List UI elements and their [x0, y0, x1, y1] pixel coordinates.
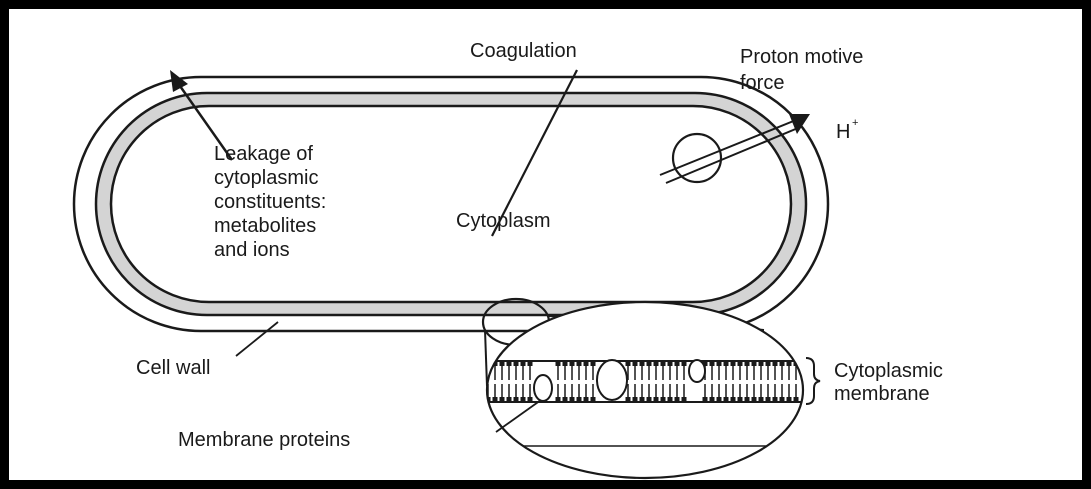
lipid-head — [633, 397, 638, 402]
lipid-head — [731, 361, 736, 366]
lipid-head — [682, 361, 687, 366]
lipid-head — [780, 361, 785, 366]
lipid-head — [640, 361, 645, 366]
label-leakage-line5: and ions — [214, 239, 290, 261]
lipid-head — [682, 397, 687, 402]
membrane-protein-right — [689, 360, 705, 382]
label-cytoplasm: Cytoplasm — [456, 210, 550, 232]
lipid-head — [724, 397, 729, 402]
proton-pump-channel — [673, 134, 721, 182]
label-h-ion-charge: + — [852, 117, 858, 129]
label-proton-motive-line1: Proton motive — [740, 46, 863, 68]
lipid-head — [556, 397, 561, 402]
lipid-head — [766, 361, 771, 366]
lipid-head — [514, 361, 519, 366]
lipid-head — [563, 397, 568, 402]
label-proton-motive-line2: force — [740, 72, 784, 94]
membrane-protein-large — [597, 360, 627, 400]
lipid-head — [794, 397, 799, 402]
lipid-head — [717, 397, 722, 402]
lipid-head — [787, 397, 792, 402]
lipid-head — [647, 397, 652, 402]
lipid-head — [563, 361, 568, 366]
lipid-head — [654, 361, 659, 366]
lipid-head — [668, 397, 673, 402]
lipid-head — [570, 397, 575, 402]
lipid-head — [626, 361, 631, 366]
lipid-head — [738, 361, 743, 366]
lipid-head — [521, 361, 526, 366]
cytoplasmic-membrane-brace — [806, 358, 820, 404]
label-leakage-line3: constituents: — [214, 191, 326, 213]
lipid-head — [528, 361, 533, 366]
lipid-head — [514, 397, 519, 402]
bacterial-cell-diagram: Coagulation Proton motive force H + Leak… — [9, 9, 1082, 480]
lipid-head — [738, 397, 743, 402]
label-leakage-line4: metabolites — [214, 215, 316, 237]
lipid-head — [633, 361, 638, 366]
lipid-head — [759, 397, 764, 402]
lipid-head — [780, 397, 785, 402]
lipid-head — [661, 361, 666, 366]
lipid-head — [766, 397, 771, 402]
lipid-head — [528, 397, 533, 402]
label-leakage-line1: Leakage of — [214, 143, 313, 165]
lipid-head — [668, 361, 673, 366]
lipid-head — [703, 397, 708, 402]
lipid-head — [773, 361, 778, 366]
lipid-head — [745, 397, 750, 402]
lipid-head — [507, 397, 512, 402]
lipid-head — [577, 397, 582, 402]
lipid-head — [584, 397, 589, 402]
label-membrane-proteins: Membrane proteins — [178, 429, 350, 451]
lipid-head — [591, 361, 596, 366]
lipid-head — [570, 361, 575, 366]
lipid-head — [640, 397, 645, 402]
lipid-head — [675, 361, 680, 366]
label-cell-wall: Cell wall — [136, 357, 210, 379]
lipid-head — [500, 397, 505, 402]
lipid-head — [745, 361, 750, 366]
lipid-head — [752, 361, 757, 366]
lipid-head — [773, 397, 778, 402]
label-cytoplasmic-membrane-line2: membrane — [834, 383, 930, 405]
lipid-head — [654, 397, 659, 402]
lipid-head — [556, 361, 561, 366]
lipid-head — [710, 397, 715, 402]
lipid-head — [626, 397, 631, 402]
lipid-head — [724, 361, 729, 366]
lipid-head — [584, 361, 589, 366]
lipid-head — [675, 397, 680, 402]
lipid-head — [787, 361, 792, 366]
membrane-protein-left — [534, 375, 552, 401]
label-cytoplasmic-membrane-line1: Cytoplasmic — [834, 360, 943, 382]
label-h-ion: H — [836, 121, 850, 143]
magnifier-line-left — [485, 330, 487, 386]
lipid-head — [493, 397, 498, 402]
lipid-head — [717, 361, 722, 366]
lipid-head — [507, 361, 512, 366]
lipid-head — [577, 361, 582, 366]
lipid-head — [759, 361, 764, 366]
lipid-head — [500, 361, 505, 366]
lipid-head — [752, 397, 757, 402]
label-coagulation: Coagulation — [470, 40, 577, 62]
label-leakage-line2: cytoplasmic — [214, 167, 318, 189]
lipid-head — [710, 361, 715, 366]
lipid-head — [731, 397, 736, 402]
lipid-head — [647, 361, 652, 366]
lipid-head — [521, 397, 526, 402]
lipid-head — [661, 397, 666, 402]
lipid-head — [591, 397, 596, 402]
